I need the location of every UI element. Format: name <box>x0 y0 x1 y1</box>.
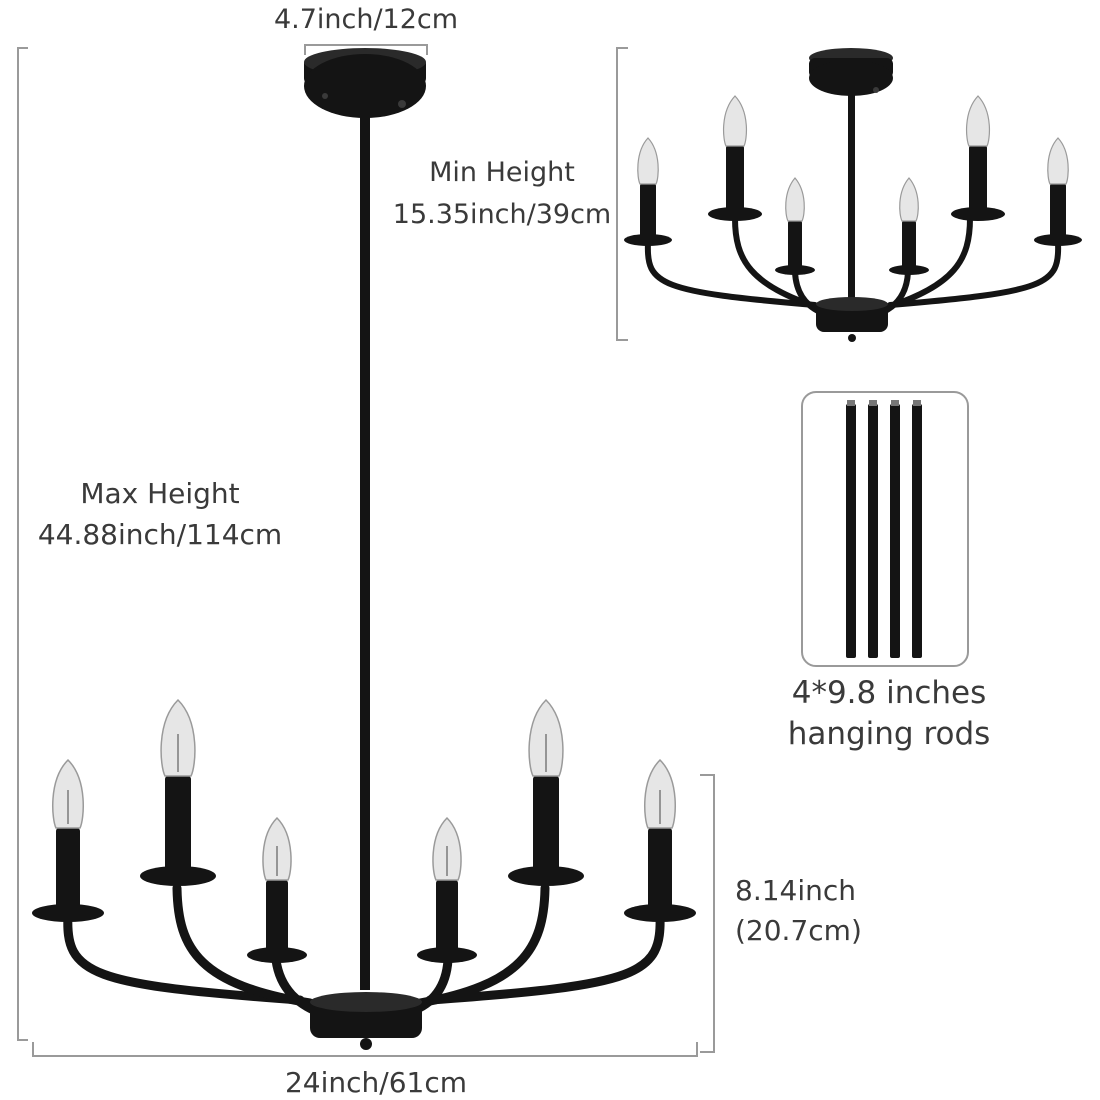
min-height-line <box>616 47 628 341</box>
dimension-lines <box>17 44 715 1057</box>
candle-holder-3 <box>247 816 307 963</box>
hanging-rod-thread-3 <box>891 400 899 406</box>
candle-holder-5 <box>508 698 584 886</box>
max-height-title: Max Height <box>80 477 239 510</box>
main-chandelier <box>32 48 696 1050</box>
arm-height-line <box>700 774 715 1053</box>
mini-candle-holder-1 <box>624 137 672 246</box>
hanging-rod-1 <box>846 404 856 658</box>
min-height-value: 15.35inch/39cm <box>393 199 611 230</box>
min-height-title: Min Height <box>429 157 575 188</box>
ceiling-canopy <box>304 48 426 118</box>
mini-candle-holder-4 <box>889 177 929 275</box>
mini-candle-holder-3 <box>775 177 815 275</box>
candle-holder-4 <box>417 816 477 963</box>
rods-label-line2: hanging rods <box>788 716 991 752</box>
chandelier-hub <box>310 992 422 1050</box>
hanging-rods <box>846 400 922 658</box>
canopy-width-bracket <box>304 44 428 55</box>
rods-label-line1: 4*9.8 inches <box>792 675 987 711</box>
hanging-rod-thread-4 <box>913 400 921 406</box>
mini-ceiling-canopy <box>809 48 893 96</box>
canopy-width-label: 4.7inch/12cm <box>274 4 458 35</box>
hanging-rod-4 <box>912 404 922 658</box>
min-height-chandelier <box>624 48 1082 342</box>
hanging-rod-thread-1 <box>847 400 855 406</box>
candle-holder-2 <box>140 698 216 886</box>
max-height-value: 44.88inch/114cm <box>38 518 282 551</box>
arm-height-value: 8.14inch <box>735 874 856 907</box>
candle-holder-1 <box>32 758 104 922</box>
down-rod <box>360 110 370 990</box>
total-width-bracket <box>32 1042 698 1057</box>
mini-candle-holder-6 <box>1034 137 1082 246</box>
rods-inset-frame <box>801 391 969 667</box>
mini-candle-holder-2 <box>708 95 762 221</box>
mini-candle-holder-5 <box>951 95 1005 221</box>
total-width-label: 24inch/61cm <box>285 1066 467 1099</box>
hanging-rod-thread-2 <box>869 400 877 406</box>
arm-height-metric: (20.7cm) <box>735 914 862 947</box>
hanging-rod-3 <box>890 404 900 658</box>
hanging-rods-inset <box>801 391 969 667</box>
candle-holder-6 <box>624 758 696 922</box>
max-height-line <box>17 47 28 1041</box>
mini-chandelier-hub <box>816 297 888 342</box>
hanging-rod-2 <box>868 404 878 658</box>
mini-down-rod <box>848 90 855 312</box>
